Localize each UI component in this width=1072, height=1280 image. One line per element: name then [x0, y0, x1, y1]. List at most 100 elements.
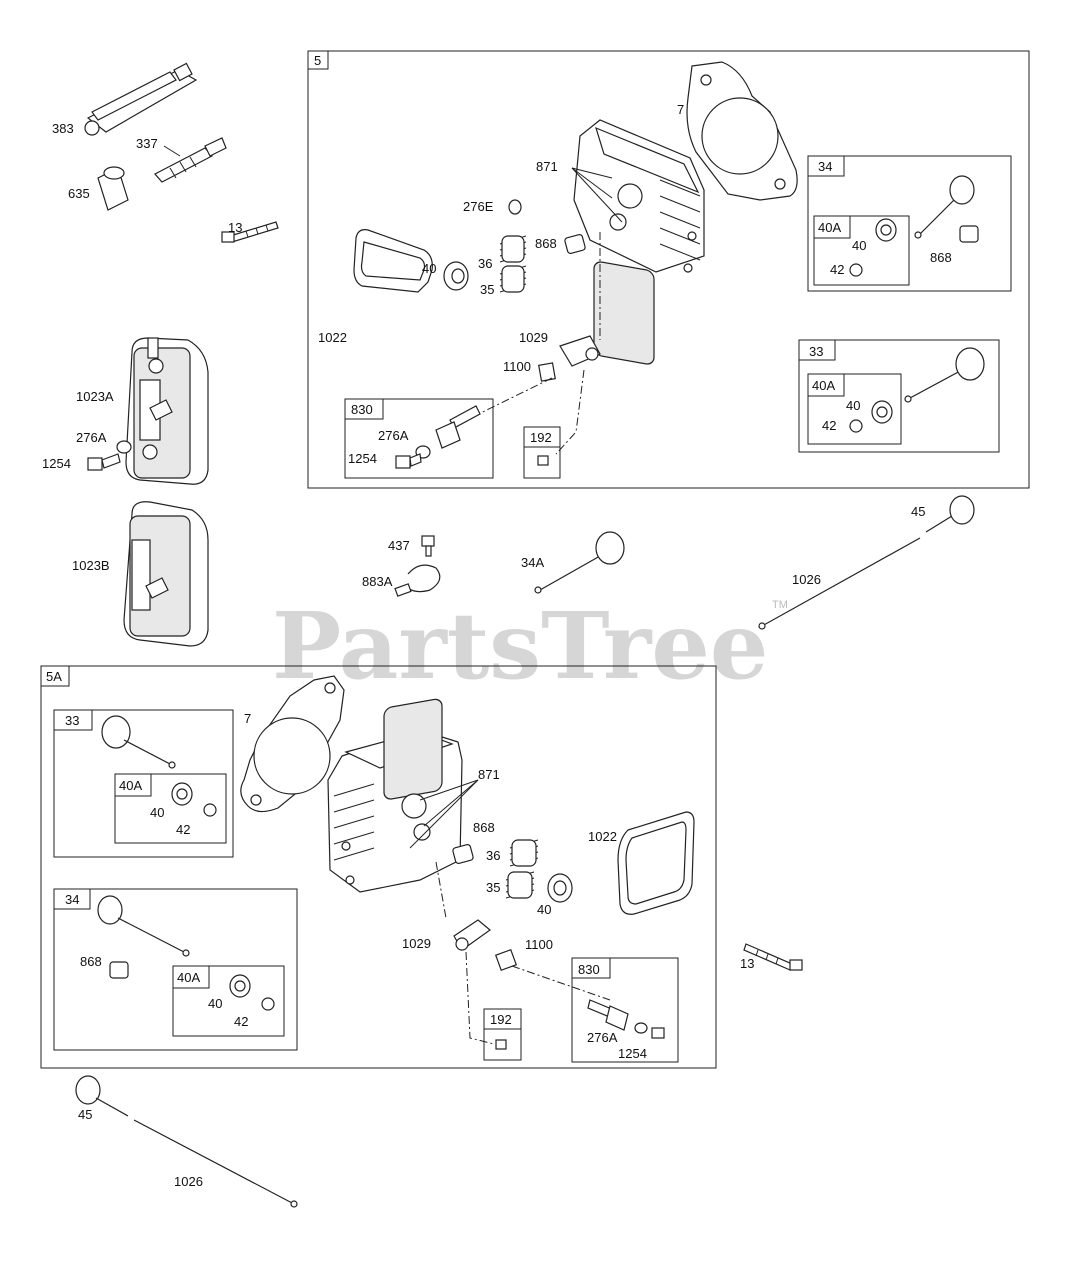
part-868-seal-bottom[interactable] [452, 844, 474, 864]
part-192-nut-bottom[interactable] [495, 1039, 507, 1050]
label-868-t34: 868 [930, 250, 952, 265]
label-42-b34: 42 [234, 1014, 248, 1029]
part-33-intake-valve-top[interactable] [904, 347, 985, 403]
label-437: 437 [388, 538, 410, 553]
part-1023b-valve-cover[interactable] [123, 501, 209, 647]
label-40-bottom: 40 [537, 902, 551, 917]
group-40a-top33-tag [807, 373, 845, 397]
part-1029-rocker-bottom[interactable] [453, 919, 491, 951]
group-5a-box [40, 665, 717, 1069]
group-830-bottom-box [571, 957, 679, 1063]
part-1100-pivot-top[interactable] [538, 362, 556, 382]
part-40-washer-top[interactable] [443, 261, 469, 291]
part-42-keeper-b33[interactable] [203, 803, 217, 817]
part-33-intake-valve-bottom[interactable] [101, 715, 176, 769]
part-40-retainer-b34[interactable] [229, 974, 251, 998]
part-7-head-gasket-bottom[interactable] [240, 675, 345, 813]
group-33-bottom-tag [53, 709, 93, 731]
part-13-bolt-top[interactable] [221, 221, 279, 243]
part-1022-cover-gasket-bottom[interactable] [617, 811, 695, 915]
group-40a-top34-tag [813, 215, 851, 239]
label-42-t34: 42 [830, 262, 844, 277]
label-383: 383 [52, 121, 74, 136]
part-34a-valve[interactable] [534, 531, 625, 594]
part-437-screw[interactable] [421, 535, 435, 557]
label-1022-bottom: 1022 [588, 829, 617, 844]
label-337: 337 [136, 136, 158, 151]
label-1026-bottom: 1026 [174, 1174, 203, 1189]
part-45-valve-bottom[interactable] [75, 1075, 129, 1117]
label-1023a: 1023A [76, 389, 114, 404]
part-13-bolt-right[interactable] [743, 943, 803, 971]
part-40-retainer-t33[interactable] [871, 400, 893, 424]
part-1029-rocker-top[interactable] [559, 335, 601, 367]
dash-pushrod-top-2 [555, 369, 585, 455]
group-33-bottom-box [53, 709, 234, 858]
part-36-spring-top[interactable] [499, 235, 527, 263]
label-1100-top: 1100 [503, 359, 531, 374]
part-34-exhaust-valve-top[interactable] [914, 175, 975, 239]
label-868-top: 868 [535, 236, 557, 251]
group-40a-top34-box [813, 215, 910, 286]
part-42-keeper-b34[interactable] [261, 997, 275, 1011]
group-34-bottom-box [53, 888, 298, 1051]
part-cylinder-head-bottom[interactable] [327, 698, 463, 893]
group-192-bottom-tag [483, 1008, 522, 1030]
part-276a-washer-left[interactable] [116, 440, 132, 454]
group-192-bottom-label: 192 [490, 1012, 512, 1027]
label-871-top: 871 [536, 159, 558, 174]
group-33-top-label: 33 [809, 344, 823, 359]
label-276a-top: 276A [378, 428, 409, 443]
leader-871b-1 [419, 779, 479, 801]
part-1254-screw-bottom[interactable] [651, 1027, 665, 1039]
part-36-spring-bottom[interactable] [509, 839, 539, 867]
part-1022-cover-gasket-top[interactable] [353, 229, 433, 293]
part-40-retainer-b33[interactable] [171, 782, 193, 806]
part-7-head-gasket-top[interactable] [686, 61, 798, 201]
label-40-t34: 40 [852, 238, 866, 253]
part-868-seal-top[interactable] [564, 234, 586, 254]
group-40a-bot34-box [172, 965, 285, 1037]
part-868-seal-t34[interactable] [959, 225, 979, 243]
group-40a-top33-box [807, 373, 902, 445]
group-40a-bot33-tag [114, 773, 152, 797]
group-5-box [307, 50, 1030, 489]
part-1254-screw-left[interactable] [87, 453, 121, 471]
part-635-plug-boot[interactable] [97, 166, 129, 211]
part-40-washer-bottom[interactable] [547, 873, 573, 903]
part-1026-pushrod-mid[interactable] [758, 537, 921, 630]
leader-871a-2 [571, 167, 613, 199]
group-830-top-tag [344, 398, 384, 420]
label-36-top: 36 [478, 256, 492, 271]
part-40-retainer-t34[interactable] [875, 218, 897, 242]
group-830-top-label: 830 [351, 402, 373, 417]
label-40-top: 40 [422, 261, 436, 276]
part-35-spring-bottom[interactable] [505, 871, 535, 899]
part-868-seal-b34[interactable] [109, 961, 129, 979]
part-cylinder-head-top[interactable] [573, 119, 705, 365]
part-1026-pushrod-bottom[interactable] [133, 1119, 298, 1208]
part-34-exhaust-valve-bottom[interactable] [97, 895, 190, 957]
part-1023a-valve-cover[interactable] [125, 337, 209, 485]
part-383-spark-tool[interactable] [84, 62, 198, 136]
part-276a-washer-bottom[interactable] [634, 1022, 648, 1034]
part-830-rocker-stud-bottom[interactable] [587, 999, 629, 1031]
dash-stud-top [449, 377, 553, 429]
part-830-rocker-stud-top[interactable] [435, 405, 481, 449]
part-45-valve-mid[interactable] [925, 495, 975, 533]
part-883a-clip[interactable] [394, 564, 441, 597]
part-35-spring-top[interactable] [499, 265, 527, 293]
part-42-keeper-t34[interactable] [849, 263, 863, 277]
leader-871a-1 [571, 167, 613, 179]
leader-871b-2 [423, 779, 479, 827]
label-868-b34: 868 [80, 954, 102, 969]
part-337-spark-plug[interactable] [154, 137, 227, 183]
part-192-nut-top[interactable] [537, 455, 549, 466]
part-1254-screw-top[interactable] [395, 453, 422, 469]
group-5a-tag [40, 665, 70, 687]
part-1100-pivot-bottom[interactable] [494, 948, 518, 972]
group-192-top-tag [523, 426, 561, 448]
part-276e-washer[interactable] [508, 199, 522, 215]
part-42-keeper-t33[interactable] [849, 419, 863, 433]
